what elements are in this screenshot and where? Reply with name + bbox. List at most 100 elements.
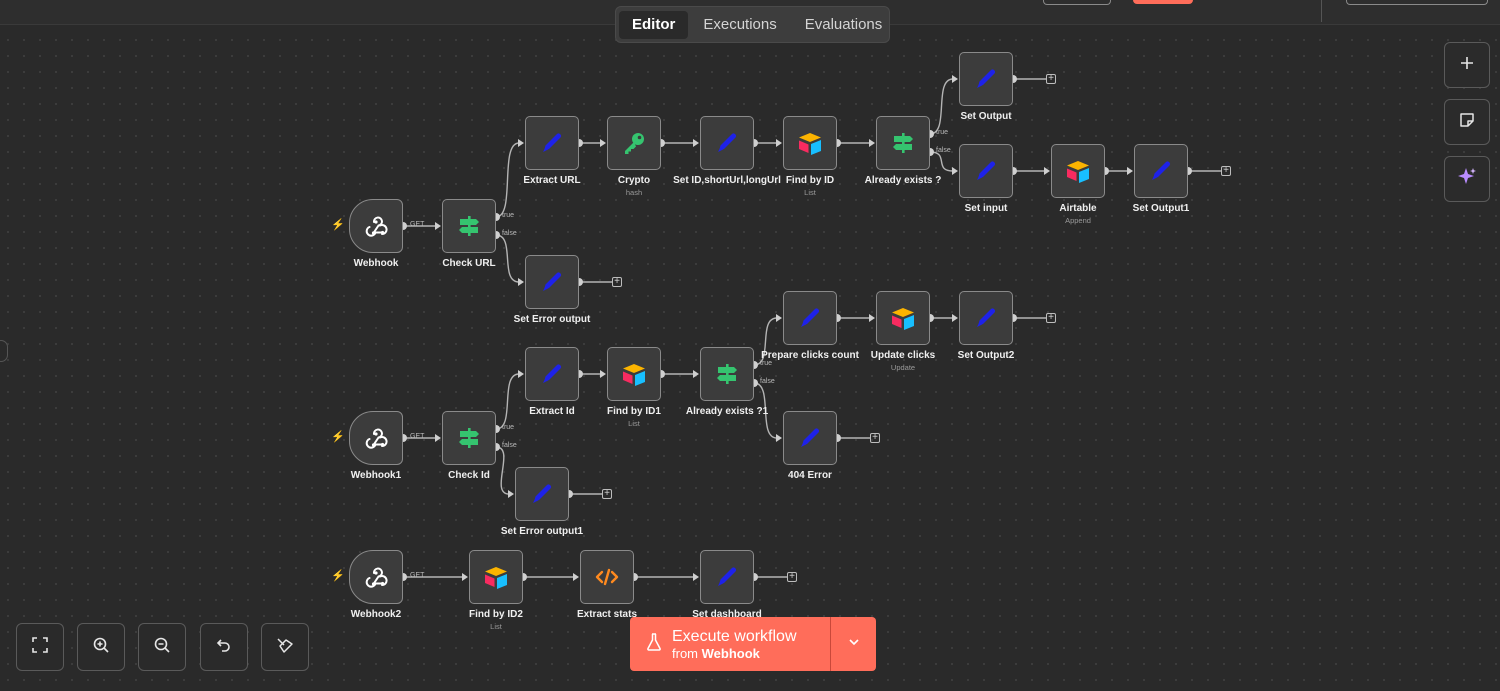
node-set-output1[interactable] <box>1134 144 1188 198</box>
node-label: Already exists ? <box>864 175 942 186</box>
tab-executions[interactable]: Executions <box>703 15 777 33</box>
header-button-primary[interactable] <box>1133 0 1193 4</box>
pencil-icon <box>538 360 566 388</box>
node-webhook2[interactable] <box>349 550 403 604</box>
node-set-output2[interactable] <box>959 291 1013 345</box>
node-subtitle: List <box>628 419 640 428</box>
connection-arrow <box>508 490 514 498</box>
node-label: Extract stats <box>576 609 638 620</box>
zoom-in-button[interactable] <box>77 623 125 671</box>
node-update-clicks[interactable] <box>876 291 930 345</box>
node-label: Update clicks <box>870 350 936 361</box>
node-subtitle: Update <box>890 363 916 372</box>
connection-line <box>495 373 520 430</box>
fit-view-button[interactable] <box>16 623 64 671</box>
node-set-output[interactable] <box>959 52 1013 106</box>
execute-workflow-button[interactable]: Execute workflow from Webhook <box>630 617 876 671</box>
connection-line <box>929 151 954 172</box>
connection-arrow <box>869 139 875 147</box>
node-webhook1[interactable] <box>349 411 403 465</box>
tidy-up-icon <box>276 636 294 659</box>
add-next-node-button[interactable]: + <box>1046 313 1056 323</box>
node-label: Extract URL <box>523 175 581 186</box>
connection-line <box>753 317 778 366</box>
node-airtable[interactable] <box>1051 144 1105 198</box>
connection-arrow <box>693 370 699 378</box>
node-set-input[interactable] <box>959 144 1013 198</box>
connection-arrow <box>600 370 606 378</box>
connection-line <box>495 142 520 218</box>
header-button-outline[interactable] <box>1043 0 1111 5</box>
connection-arrow <box>518 370 524 378</box>
node-label: 404 Error <box>788 470 832 481</box>
trigger-bolt-icon: ⚡ <box>331 219 345 231</box>
pencil-icon <box>972 157 1000 185</box>
node-extract-id[interactable] <box>525 347 579 401</box>
node-label: Prepare clicks count <box>761 350 859 361</box>
edge-label-true: true <box>502 424 515 431</box>
if-icon <box>455 424 483 452</box>
webhook-icon <box>363 425 389 451</box>
edge-label-false: false <box>502 442 517 449</box>
key-icon <box>620 129 648 157</box>
execute-title: Execute workflow <box>672 627 797 645</box>
node-error-404[interactable] <box>783 411 837 465</box>
header-divider <box>1321 0 1322 22</box>
execute-from-prefix: from <box>672 645 698 661</box>
execute-options-dropdown[interactable] <box>831 617 876 671</box>
tab-editor[interactable]: Editor <box>619 10 689 39</box>
connection-arrow <box>1044 167 1050 175</box>
airtable-icon <box>796 129 824 157</box>
header-toggle[interactable] <box>1346 0 1488 5</box>
connection-arrow <box>776 314 782 322</box>
node-crypto[interactable] <box>607 116 661 170</box>
node-label: Check URL <box>442 258 496 269</box>
connection-arrow <box>952 167 958 175</box>
pencil-icon <box>538 268 566 296</box>
node-extract-url[interactable] <box>525 116 579 170</box>
node-extract-stats[interactable] <box>580 550 634 604</box>
node-set-id[interactable] <box>700 116 754 170</box>
node-label: Set Output1 <box>1132 203 1190 214</box>
node-check-url[interactable] <box>442 199 496 253</box>
node-webhook[interactable] <box>349 199 403 253</box>
zoom-out-button[interactable] <box>138 623 186 671</box>
pencil-icon <box>796 304 824 332</box>
undo-button[interactable] <box>200 623 248 671</box>
add-next-node-button[interactable]: + <box>602 489 612 499</box>
connection-line <box>495 234 520 283</box>
tidy-up-button[interactable] <box>261 623 309 671</box>
add-next-node-button[interactable]: + <box>787 572 797 582</box>
node-find-by-id[interactable] <box>783 116 837 170</box>
node-find-by-id1[interactable] <box>607 347 661 401</box>
connection-arrow <box>693 139 699 147</box>
add-node-button[interactable] <box>1444 42 1490 88</box>
tab-evaluations[interactable]: Evaluations <box>804 15 883 33</box>
add-sticky-note-button[interactable] <box>1444 99 1490 145</box>
node-set-error-output[interactable] <box>525 255 579 309</box>
add-next-node-button[interactable]: + <box>1221 166 1231 176</box>
node-check-id[interactable] <box>442 411 496 465</box>
fit-view-icon <box>31 636 49 659</box>
node-prepare-clicks[interactable] <box>783 291 837 345</box>
node-label: Airtable <box>1059 203 1097 214</box>
node-set-error-output1[interactable] <box>515 467 569 521</box>
node-already-exists[interactable] <box>876 116 930 170</box>
connection-line <box>753 382 778 439</box>
node-set-dashboard[interactable] <box>700 550 754 604</box>
edge-label-get: GET <box>410 221 425 228</box>
add-next-node-button[interactable]: + <box>870 433 880 443</box>
add-next-node-button[interactable]: + <box>612 277 622 287</box>
connection-arrow <box>776 434 782 442</box>
connection-arrow <box>518 139 524 147</box>
ai-assistant-button[interactable] <box>1444 156 1490 202</box>
node-already-exists1[interactable] <box>700 347 754 401</box>
node-find-by-id2[interactable] <box>469 550 523 604</box>
node-label: Webhook <box>353 258 399 269</box>
add-next-node-button[interactable]: + <box>1046 74 1056 84</box>
execute-workflow-main[interactable]: Execute workflow from Webhook <box>630 617 831 671</box>
execute-subtitle: from Webhook <box>672 646 797 661</box>
edge-label-get: GET <box>410 433 425 440</box>
flask-icon <box>646 632 662 656</box>
